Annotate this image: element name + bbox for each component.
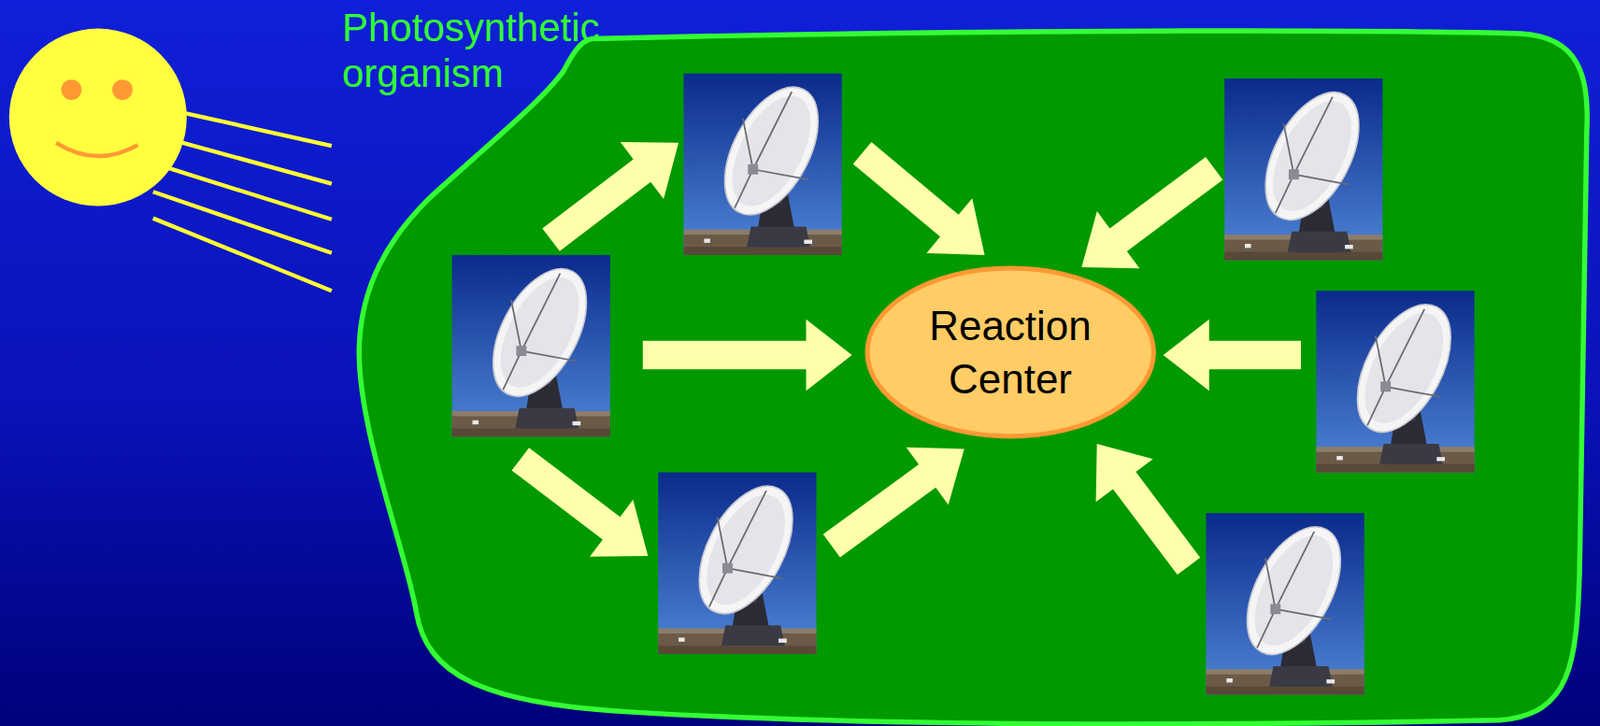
center-outline — [864, 265, 1157, 440]
smiling-sun — [9, 28, 187, 207]
sun-rays — [153, 106, 332, 292]
center-ellipse — [867, 268, 1154, 437]
reaction-center: Reaction Center — [864, 265, 1157, 440]
antenna-photos — [452, 71, 1475, 695]
organism-blob — [358, 30, 1587, 725]
organism-heading: Photosynthetic organism — [342, 4, 614, 97]
energy-arrows — [512, 142, 1302, 575]
node-label: Reaction Center — [916, 299, 1104, 406]
